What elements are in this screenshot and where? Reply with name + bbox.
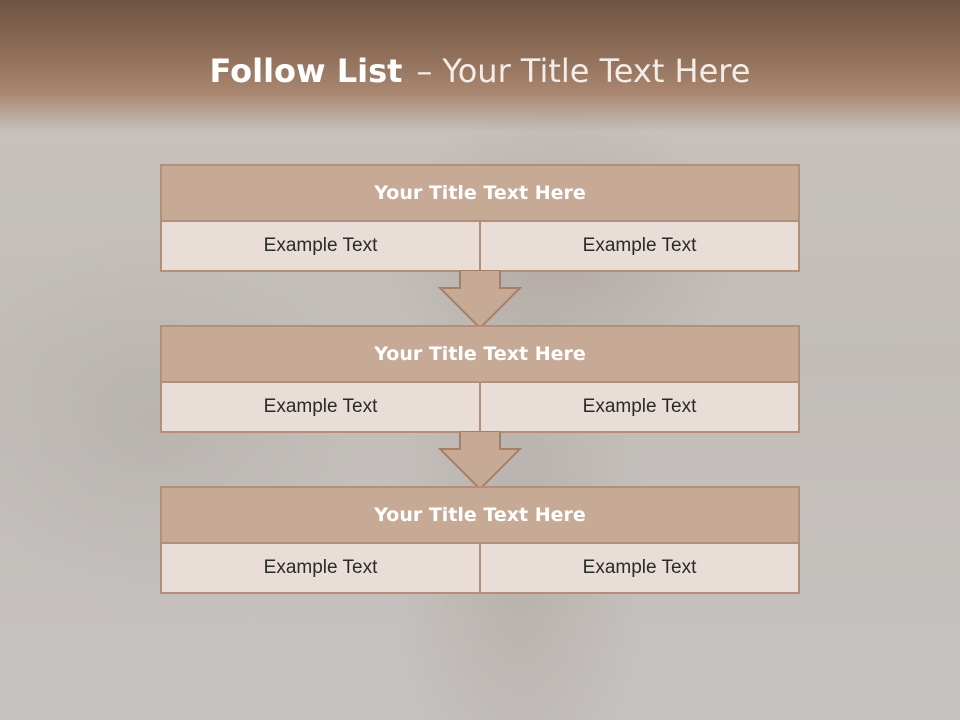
- down-arrow-icon: [438, 431, 522, 491]
- block-cell-right: Example Text: [479, 222, 798, 270]
- title-bold: Follow List: [209, 52, 403, 90]
- block-row: Example Text Example Text: [162, 222, 798, 270]
- header-band: [0, 0, 960, 132]
- block-row: Example Text Example Text: [162, 544, 798, 592]
- block-cell-left: Example Text: [162, 383, 479, 431]
- list-block-2: Your Title Text Here Example Text Exampl…: [160, 325, 800, 433]
- block-title: Your Title Text Here: [162, 488, 798, 544]
- slide-title: Follow List–Your Title Text Here: [0, 52, 960, 90]
- block-cell-right: Example Text: [479, 383, 798, 431]
- block-row: Example Text Example Text: [162, 383, 798, 431]
- block-cell-left: Example Text: [162, 222, 479, 270]
- list-block-3: Your Title Text Here Example Text Exampl…: [160, 486, 800, 594]
- title-separator: –: [416, 52, 433, 90]
- down-arrow-icon: [438, 270, 522, 330]
- title-rest: Your Title Text Here: [442, 52, 751, 90]
- block-title: Your Title Text Here: [162, 166, 798, 222]
- block-cell-left: Example Text: [162, 544, 479, 592]
- block-title: Your Title Text Here: [162, 327, 798, 383]
- block-cell-right: Example Text: [479, 544, 798, 592]
- list-block-1: Your Title Text Here Example Text Exampl…: [160, 164, 800, 272]
